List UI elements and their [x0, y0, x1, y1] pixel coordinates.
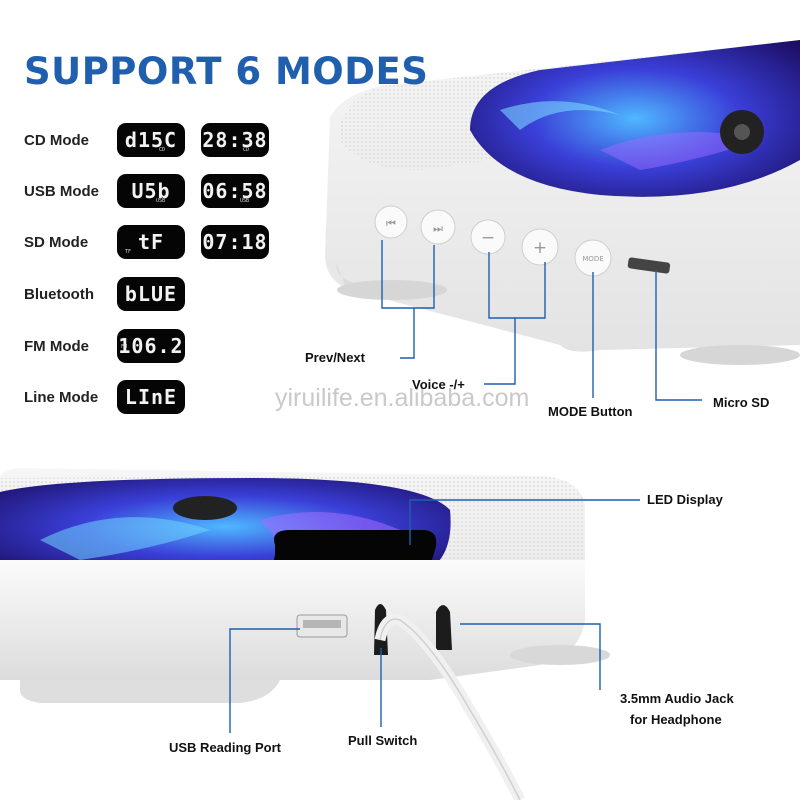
- page-title: SUPPORT 6 MODES: [24, 50, 429, 93]
- minus-icon: −: [481, 228, 495, 248]
- callout-prev-next: Prev/Next: [305, 350, 365, 365]
- mode-icon: MODE: [582, 255, 603, 263]
- callout-lines: [229, 240, 702, 733]
- mode-label: Line Mode: [24, 388, 99, 406]
- callout-usb-port: USB Reading Port: [169, 740, 281, 755]
- plus-icon: +: [533, 238, 547, 258]
- button-prev[interactable]: ⏮: [374, 205, 408, 239]
- watermark: yiruilife.en.alibaba.com: [275, 384, 530, 412]
- prev-icon: ⏮: [386, 217, 396, 230]
- button-mode[interactable]: MODE: [574, 239, 612, 277]
- top-device-view: ⏮ ⏭ − + MODE: [325, 40, 800, 365]
- button-volume-up[interactable]: +: [521, 228, 559, 266]
- button-volume-down[interactable]: −: [470, 219, 506, 255]
- micro-sd-slot: [627, 257, 671, 274]
- lcd-display: LInE: [117, 380, 185, 414]
- callout-led-display: LED Display: [647, 492, 723, 507]
- lcd-display: 07:18: [201, 225, 269, 259]
- mode-label: FM Mode: [24, 337, 89, 355]
- audio-jack: [436, 605, 452, 650]
- lcd-display: bLUE: [117, 277, 185, 311]
- mode-label: USB Mode: [24, 182, 99, 200]
- callout-pull-switch: Pull Switch: [348, 733, 418, 748]
- mode-label: CD Mode: [24, 131, 89, 149]
- callout-audio-jack: 3.5mm Audio Jack: [620, 691, 734, 706]
- mode-label: SD Mode: [24, 233, 89, 251]
- callout-voice: Voice -/+: [412, 377, 465, 392]
- button-next[interactable]: ⏭: [420, 209, 456, 245]
- next-icon: ⏭: [433, 222, 443, 235]
- disc-window-top: [470, 40, 800, 197]
- bottom-device-view: [0, 468, 610, 800]
- mode-label: Bluetooth: [24, 285, 94, 303]
- callout-micro-sd: Micro SD: [713, 395, 770, 410]
- callout-audio-jack-sub: for Headphone: [630, 712, 722, 727]
- callout-mode-button: MODE Button: [548, 404, 633, 419]
- spindle-bottom: [173, 496, 237, 520]
